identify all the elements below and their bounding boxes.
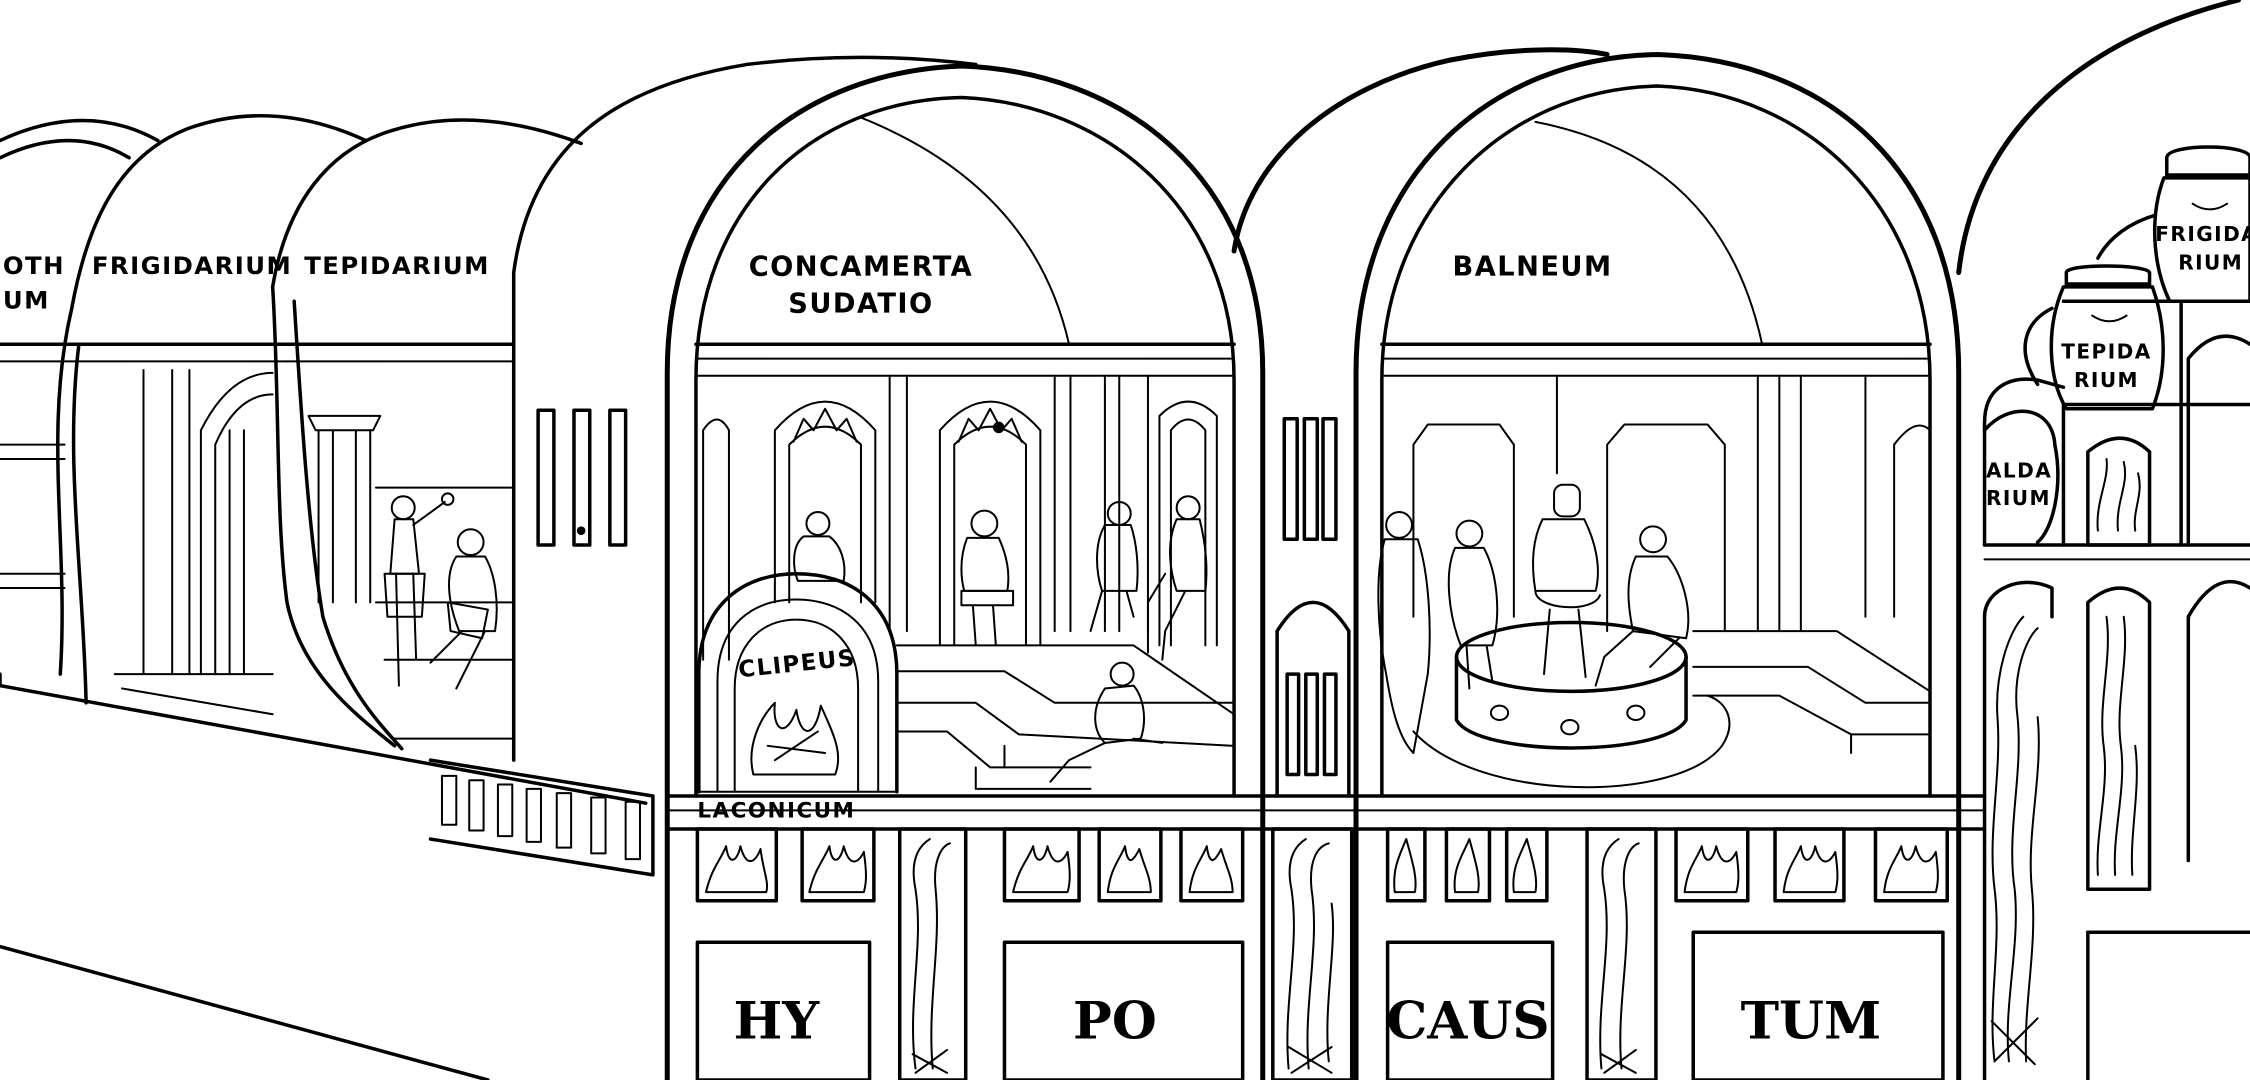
vessel-caldarium: ALDA RIUM [1985,411,2058,542]
sudatio-figure-center [961,511,1013,646]
hypocaustum-label-4: TUM [1741,991,1882,1051]
sudatio-figures [794,496,1206,781]
tepidarium-section: TEPIDARIUM [273,120,582,749]
balneum-figures [1378,485,1688,753]
sudatio-figure-steps [1050,663,1162,782]
vessel-frigidarium-label-2: RIUM [2178,251,2243,275]
hypocaustum-label-1: HY [733,991,820,1051]
balneum-back-wall [1413,376,1930,631]
balneum-steps [1693,631,1930,753]
sudatio-back-wall [703,376,1217,660]
balneum-figure-left [1378,512,1429,753]
vessel-tepidarium: TEPIDA RIUM [2025,266,2163,409]
apodyterium-label-top: OTH [3,251,65,280]
tepidarium-figure-standing [385,493,454,685]
sudatio-figure-left [794,512,844,581]
right-section: ALDA RIUM TEPIDA RIUM FRIGIDA RIUM [1959,0,2250,1080]
laconicum-oven: CLIPEUS [699,574,897,792]
balneum-figure-right [1596,526,1689,685]
hypocaustum-label-2: PO [1073,991,1157,1051]
balneum-figure-2 [1449,521,1497,689]
hypocaust-vents [697,829,1947,901]
balneum-label: BALNEUM [1453,251,1613,282]
vessel-caldarium-label-2: RIUM [1986,486,2051,510]
left-wing [0,674,653,1080]
hypocaust-flues [900,829,1656,1080]
vessel-frigidarium-label-1: FRIGIDA [2155,222,2250,246]
sudatio-figure-right-1 [1091,502,1138,631]
tepidarium-figure-seated [430,529,496,688]
tepidarium-label: TEPIDARIUM [304,251,490,280]
apodyterium-section: OTH UM [0,120,158,588]
sudatio-label-line2: SUDATIO [788,289,933,320]
sudatio-section: CONCAMERTA SUDATIO [667,66,1263,1080]
frigidarium-label: FRIGIDARIUM [92,251,292,280]
clipeus-label: CLIPEUS [737,645,857,683]
apodyterium-label-bottom: UM [3,285,50,314]
sudatio-outer-dome [514,57,976,760]
sloped-wall-windows [442,776,640,859]
balneum-section: BALNEUM [1356,55,1959,1080]
hypocaust-level: HY PO CAUS TUM [667,796,1984,1080]
central-pillar [1234,50,1607,796]
sudatio-label-line1: CONCAMERTA [749,251,974,282]
sudatio-steps [897,645,1234,788]
hypocaustum-boxes: HY PO CAUS TUM [697,932,1943,1080]
vessel-tepidarium-label-1: TEPIDA [2061,340,2151,364]
frigidarium-section: FRIGIDARIUM [58,116,366,715]
vessel-caldarium-label-1: ALDA [1986,459,2052,483]
balneum-figure-seated-top [1533,485,1600,677]
vessel-tepidarium-label-2: RIUM [2074,368,2139,392]
hypocaustum-label-3: CAUS [1386,991,1549,1051]
sudatio-figure-right-2 [1148,496,1207,660]
vessel-frigidarium: FRIGIDA RIUM [2098,147,2250,301]
balneum-tub [1413,622,1729,787]
